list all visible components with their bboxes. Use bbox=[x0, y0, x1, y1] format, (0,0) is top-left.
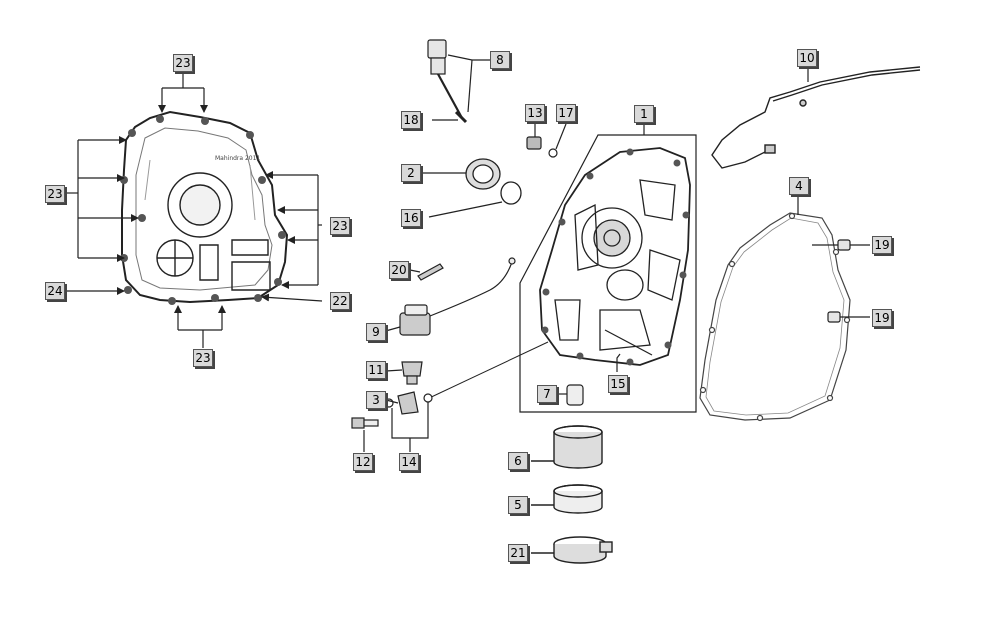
bearing-6 bbox=[531, 425, 603, 469]
pin-20 bbox=[417, 263, 444, 281]
left-leader-lines bbox=[66, 72, 323, 348]
callout-11: 11 bbox=[366, 361, 388, 381]
callout-23-bottom: 23 bbox=[193, 349, 215, 369]
callout-1: 1 bbox=[634, 105, 656, 125]
o-ring-16 bbox=[428, 181, 522, 218]
callout-21: 21 bbox=[508, 544, 530, 564]
cap-7 bbox=[557, 384, 584, 406]
cable bbox=[711, 66, 921, 169]
callout-23-top: 23 bbox=[173, 54, 195, 74]
pin-15 bbox=[604, 329, 653, 372]
callout-14: 14 bbox=[399, 453, 421, 473]
bolt-12 bbox=[351, 417, 379, 429]
dowel-pin-b bbox=[827, 311, 870, 323]
callout-13: 13 bbox=[525, 104, 547, 124]
ring-5 bbox=[531, 484, 603, 514]
crankcase-cover-outer-view: Mahindra 2011 bbox=[120, 110, 289, 305]
sensor-9 bbox=[399, 257, 516, 336]
leader-8 bbox=[432, 54, 490, 121]
callout-5: 5 bbox=[508, 496, 530, 516]
callout-4: 4 bbox=[789, 177, 811, 197]
right-crankcase-cover bbox=[424, 147, 691, 401]
clip-17 bbox=[548, 123, 567, 158]
assembly-boundary-1 bbox=[519, 134, 697, 413]
callout-12: 12 bbox=[353, 453, 375, 473]
callout-16: 16 bbox=[401, 209, 423, 229]
callout-2: 2 bbox=[401, 164, 423, 184]
callout-19-a: 19 bbox=[872, 236, 894, 256]
plug-2 bbox=[420, 158, 501, 190]
misc-leaders bbox=[409, 244, 838, 273]
callout-17: 17 bbox=[556, 104, 578, 124]
callout-7: 7 bbox=[537, 385, 559, 405]
callout-24: 24 bbox=[45, 282, 67, 302]
leader-14 bbox=[363, 399, 429, 452]
callout-6: 6 bbox=[508, 452, 530, 472]
callout-23-left: 23 bbox=[45, 185, 67, 205]
callout-3: 3 bbox=[366, 391, 388, 411]
fitting-11 bbox=[401, 361, 423, 385]
callout-23-right: 23 bbox=[330, 217, 352, 237]
embossed-text: Mahindra 2011 bbox=[215, 155, 260, 162]
callout-18: 18 bbox=[401, 111, 423, 131]
oil-dipstick bbox=[427, 39, 468, 124]
callout-15: 15 bbox=[608, 375, 630, 395]
callout-22: 22 bbox=[330, 292, 352, 312]
dowel-pin-a bbox=[837, 239, 870, 251]
callout-8: 8 bbox=[490, 51, 512, 71]
callout-19-b: 19 bbox=[872, 309, 894, 329]
gasket bbox=[699, 212, 851, 422]
callout-20: 20 bbox=[389, 261, 411, 281]
clamp-21 bbox=[531, 536, 613, 564]
callout-9: 9 bbox=[366, 323, 388, 343]
callout-10: 10 bbox=[797, 49, 819, 69]
nut-13 bbox=[526, 136, 542, 150]
